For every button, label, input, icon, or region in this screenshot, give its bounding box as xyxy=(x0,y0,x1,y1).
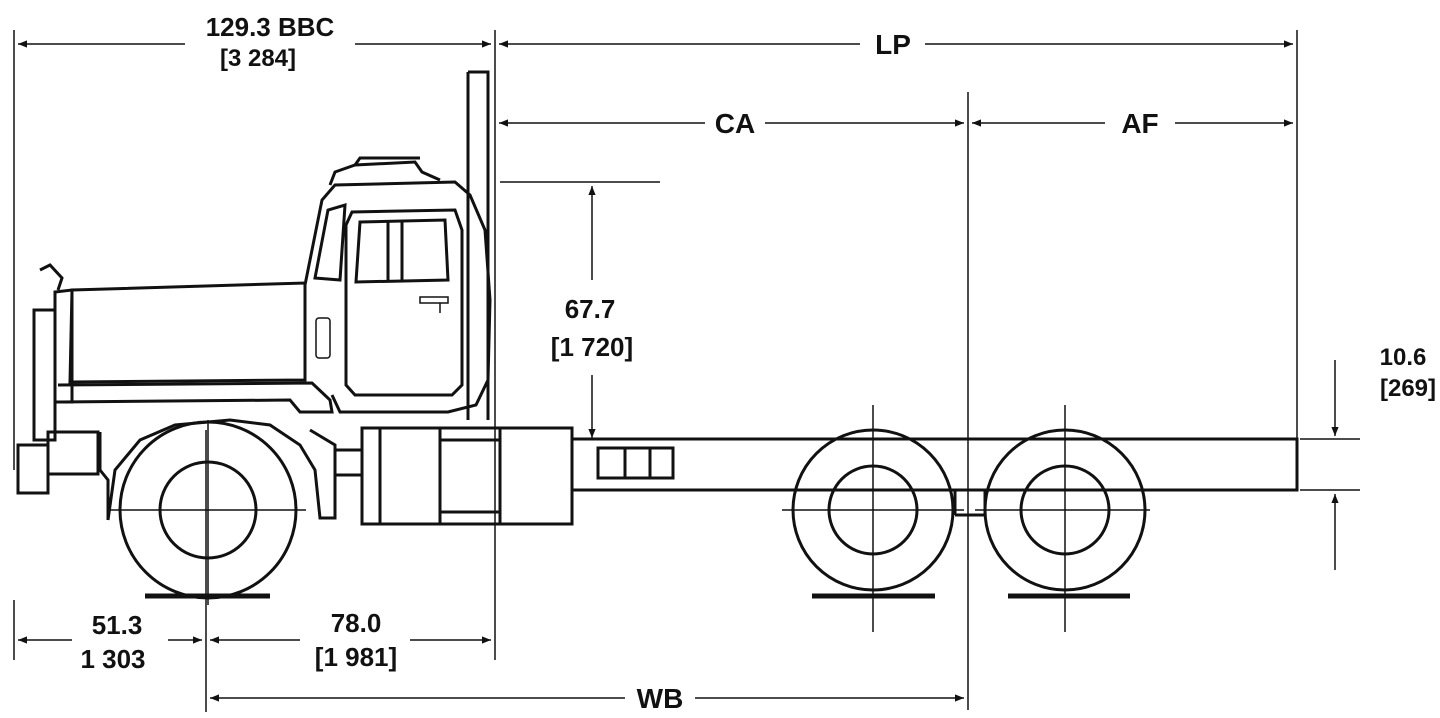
axle-to-cab-value: 78.0 xyxy=(331,608,382,638)
front-fender xyxy=(106,418,337,521)
extension-lines xyxy=(13,30,1360,712)
bbc-value: 129.3 BBC xyxy=(206,12,335,42)
cowl-vent xyxy=(315,317,331,359)
front-overhang-value: 51.3 xyxy=(92,610,143,640)
truck-outline xyxy=(16,70,1299,526)
cab-door xyxy=(344,208,464,397)
frame-height-metric: [269] xyxy=(1380,375,1436,402)
front-bumper xyxy=(16,443,50,495)
lp-label: LP xyxy=(875,29,911,60)
bbc-metric: [3 284] xyxy=(220,45,296,72)
door-window xyxy=(354,218,450,284)
dimension-arrows xyxy=(18,40,1339,702)
frame-height-value: 10.6 xyxy=(1380,344,1427,371)
fuel-tank xyxy=(360,426,574,526)
rear-wheel-forward xyxy=(782,405,964,632)
front-overhang-metric: 1 303 xyxy=(80,644,145,674)
door-handle xyxy=(419,296,449,304)
rear-wheel-aft xyxy=(975,405,1150,632)
exhaust-stack xyxy=(466,70,490,420)
dimension-labels: 129.3 BBC [3 284] LP CA AF 67.7 [1 720] … xyxy=(80,12,1436,714)
wb-label: WB xyxy=(637,683,684,714)
af-label: AF xyxy=(1121,108,1158,139)
axle-to-cab-metric: [1 981] xyxy=(315,642,397,672)
cab-height-value: 67.7 xyxy=(565,294,616,324)
frame-rail xyxy=(570,437,1299,492)
hood xyxy=(68,281,307,384)
front-wheel xyxy=(110,420,306,605)
cab-height-metric: [1 720] xyxy=(551,332,633,362)
ca-label: CA xyxy=(715,108,755,139)
roof-horns xyxy=(328,156,441,186)
cab-body xyxy=(303,180,492,414)
windshield xyxy=(313,202,347,282)
